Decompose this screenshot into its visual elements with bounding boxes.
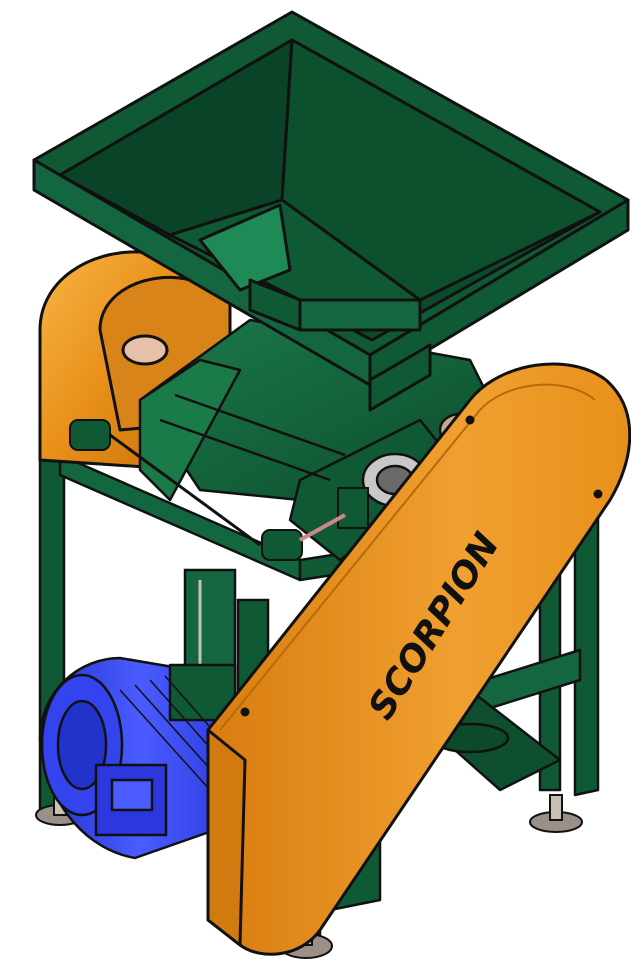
right-belt-guard — [206, 362, 631, 956]
feed-hopper — [32, 10, 630, 412]
electric-motor — [38, 656, 242, 860]
bearing-blocks — [69, 419, 369, 561]
